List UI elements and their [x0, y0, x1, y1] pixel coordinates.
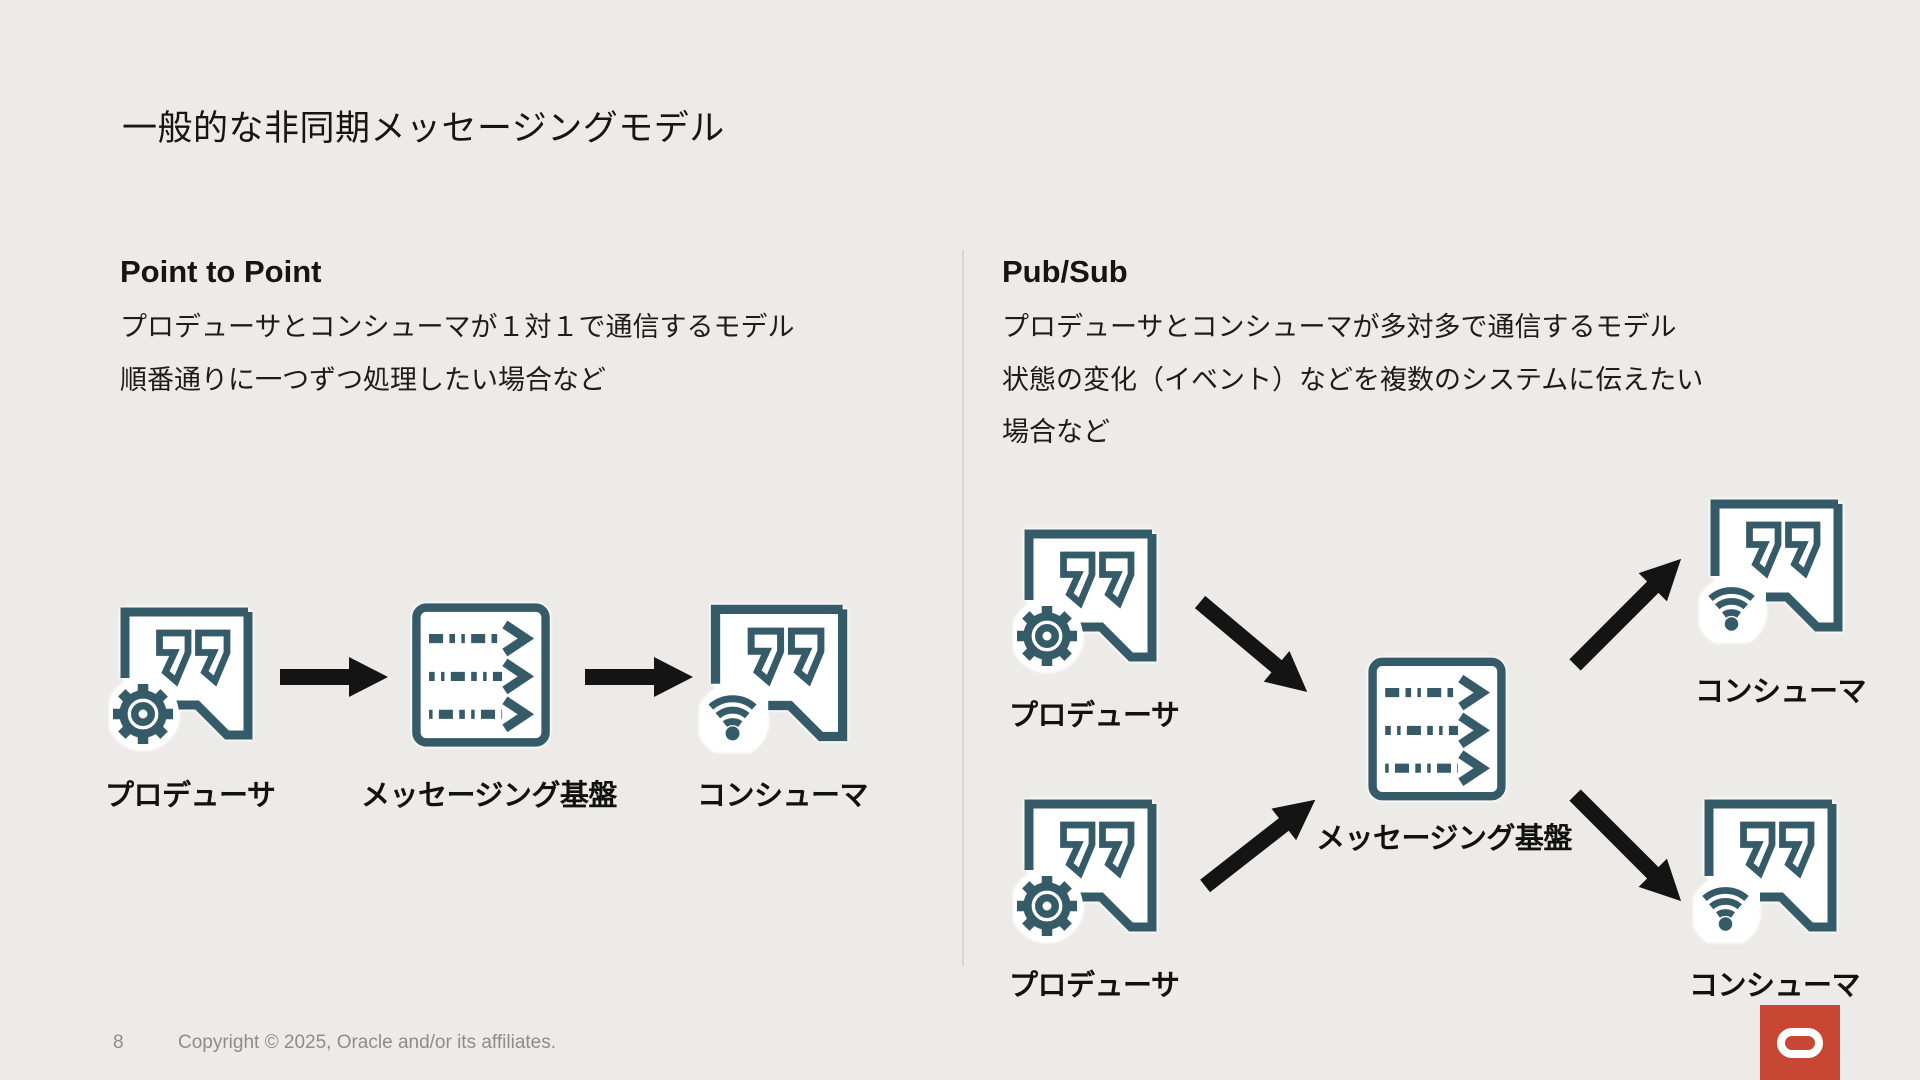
flow-arrow-icon: [1192, 784, 1328, 902]
p2p-consumer-label: コンシューマ: [697, 780, 869, 812]
pubsub-broker-label: メッセージング基盤: [1316, 823, 1572, 855]
pubsub-producer-top-label: プロデューサ: [1009, 700, 1180, 732]
message-broker-icon: [410, 602, 552, 748]
pubsub-description-line-1: プロデューサとコンシューマが多対多で通信するモデル: [1002, 312, 1677, 342]
flow-arrow-icon: [1560, 544, 1696, 680]
pubsub-heading: Pub/Sub: [1002, 254, 1128, 289]
producer-icon: [110, 600, 260, 750]
pubsub-consumer-bottom-label: コンシューマ: [1689, 970, 1861, 1002]
flow-arrow-icon: [585, 657, 693, 697]
p2p-description-line-2: 順番通りに一つずつ処理したい場合など: [120, 365, 606, 395]
page-number: 8: [113, 1032, 124, 1053]
page-title: 一般的な非同期メッセージングモデル: [122, 109, 725, 148]
pubsub-consumer-top-label: コンシューマ: [1695, 676, 1867, 708]
p2p-producer-label: プロデューサ: [105, 780, 276, 812]
consumer-icon: [700, 597, 855, 752]
producer-icon: [1014, 522, 1164, 672]
message-broker-icon: [1367, 655, 1507, 803]
copyright-notice: Copyright © 2025, Oracle and/or its affi…: [178, 1032, 557, 1053]
pubsub-description-line-2: 状態の変化（イベント）などを複数のシステムに伝えたい: [1002, 365, 1704, 395]
flow-arrow-icon: [280, 657, 388, 697]
flow-arrow-icon: [1560, 780, 1696, 916]
flow-arrow-icon: [1187, 586, 1321, 708]
consumer-icon: [1700, 492, 1850, 642]
p2p-broker-label: メッセージング基盤: [361, 780, 617, 812]
producer-icon: [1014, 792, 1164, 942]
oracle-o-icon: [1777, 1027, 1823, 1058]
pubsub-producer-bottom-label: プロデューサ: [1009, 970, 1180, 1002]
consumer-icon: [1694, 792, 1844, 942]
oracle-logo: [1760, 1005, 1840, 1080]
p2p-heading: Point to Point: [120, 254, 322, 289]
section-divider: [962, 250, 964, 966]
p2p-description-line-1: プロデューサとコンシューマが１対１で通信するモデル: [120, 312, 795, 342]
pubsub-description-line-3: 場合など: [1002, 417, 1110, 447]
